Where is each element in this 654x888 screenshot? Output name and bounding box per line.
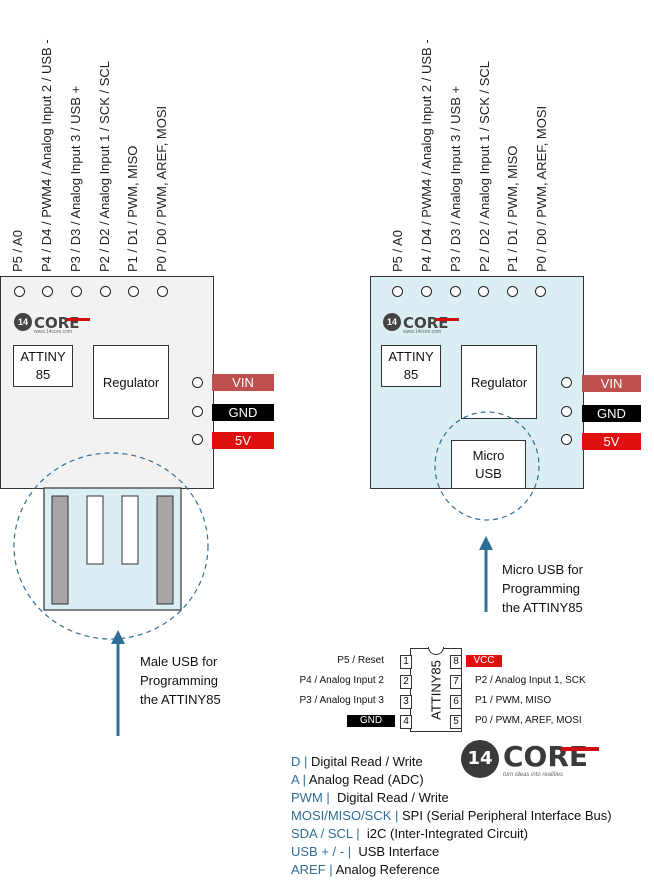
chip-pin-4-label: GND bbox=[347, 715, 395, 727]
left-caption: Male USB for Programming the ATTINY85 bbox=[140, 654, 221, 707]
right-pin-label-4: P1 / D1 / PWM, MISO bbox=[505, 145, 520, 272]
right-regulator: Regulator bbox=[461, 345, 537, 419]
right-pin-label-1: P4 / D4 / PWM4 / Analog Input 2 / USB - bbox=[419, 39, 434, 272]
legend-row: USB + / - | USB Interface bbox=[291, 844, 440, 859]
left-header-pin bbox=[71, 286, 82, 297]
left-power-pin-gnd bbox=[192, 406, 203, 417]
chip-pin-6-label: P1 / PWM, MISO bbox=[475, 695, 552, 706]
legend-row: MOSI/MISO/SCK | SPI (Serial Peripheral I… bbox=[291, 808, 612, 823]
chip-pin-5-label: P0 / PWM, AREF, MOSI bbox=[475, 715, 582, 726]
left-board-logo: 14 CORE www.14core.com bbox=[14, 313, 94, 335]
right-power-pin-5v bbox=[561, 434, 572, 445]
chip-pin-3-label: P3 / Analog Input 3 bbox=[299, 695, 384, 706]
male-usb-connector bbox=[13, 452, 209, 640]
legend-row: SDA / SCL | i2C (Inter-Integrated Circui… bbox=[291, 826, 529, 841]
chip-pin-6-num: 6 bbox=[450, 695, 462, 709]
right-pin-label-0: P5 / A0 bbox=[390, 230, 405, 272]
left-5v-label: 5V bbox=[212, 432, 274, 449]
legend-row: A | Analog Read (ADC) bbox=[291, 772, 424, 787]
left-vin-label: VIN bbox=[212, 374, 274, 391]
chip-pin-7-num: 7 bbox=[450, 675, 462, 689]
micro-usb-connector: Micro USB bbox=[451, 440, 526, 489]
legend-row: PWM | Digital Read / Write bbox=[291, 790, 449, 805]
chip-pin-2-num: 2 bbox=[400, 675, 412, 689]
micro-usb-highlight bbox=[434, 411, 540, 521]
chip-pin-1-label: P5 / Reset bbox=[337, 655, 384, 666]
right-pin-label-2: P3 / D3 / Analog Input 3 / USB + bbox=[448, 85, 463, 272]
left-header-pin bbox=[128, 286, 139, 297]
left-header-pin bbox=[100, 286, 111, 297]
right-attiny-chip: ATTINY 85 bbox=[381, 345, 441, 387]
right-gnd-label: GND bbox=[582, 405, 641, 422]
right-board-logo: 14 CORE www.14core.com bbox=[383, 313, 463, 335]
right-caption: Micro USB for Programming the ATTINY85 bbox=[502, 562, 583, 615]
right-header-pin bbox=[421, 286, 432, 297]
right-header-pin bbox=[450, 286, 461, 297]
right-header-pin bbox=[535, 286, 546, 297]
chip-pin-1-num: 1 bbox=[400, 655, 412, 669]
legend-row: AREF | Analog Reference bbox=[291, 862, 440, 877]
left-attiny-chip: ATTINY 85 bbox=[13, 345, 73, 387]
left-arrow-icon bbox=[111, 630, 125, 736]
chip-pin-8-label: VCC bbox=[466, 655, 502, 667]
left-power-pin-5v bbox=[192, 434, 203, 445]
right-power-pin-gnd bbox=[561, 406, 572, 417]
legend-row: D | Digital Read / Write bbox=[291, 754, 423, 769]
left-power-pin-vin bbox=[192, 377, 203, 388]
chip-pin-3-num: 3 bbox=[400, 695, 412, 709]
left-gnd-label: GND bbox=[212, 404, 274, 421]
chip-pin-2-label: P4 / Analog Input 2 bbox=[299, 675, 384, 686]
right-5v-label: 5V bbox=[582, 433, 641, 450]
chip-pin-8-num: 8 bbox=[450, 655, 462, 669]
chip-pin-4-num: 4 bbox=[400, 715, 412, 729]
right-vin-label: VIN bbox=[582, 375, 641, 392]
left-header-pin bbox=[42, 286, 53, 297]
right-header-pin bbox=[392, 286, 403, 297]
chip-pin-5-num: 5 bbox=[450, 715, 462, 729]
left-pin-label-4: P1 / D1 / PWM, MISO bbox=[125, 145, 140, 272]
core-logo: 14 CORE turn ideas into realities bbox=[461, 740, 621, 780]
left-pin-label-5: P0 / D0 / PWM, AREF, MOSI bbox=[154, 105, 169, 272]
right-header-pin bbox=[478, 286, 489, 297]
right-pin-label-5: P0 / D0 / PWM, AREF, MOSI bbox=[534, 105, 549, 272]
left-pin-label-3: P2 / D2 / Analog Input 1 / SCK / SCL bbox=[97, 60, 112, 272]
right-power-pin-vin bbox=[561, 377, 572, 388]
left-pin-label-1: P4 / D4 / PWM4 / Analog Input 2 / USB - bbox=[39, 39, 54, 272]
left-pin-label-0: P5 / A0 bbox=[10, 230, 25, 272]
chip-pin-7-label: P2 / Analog Input 1, SCK bbox=[475, 675, 586, 686]
left-regulator: Regulator bbox=[93, 345, 169, 419]
left-header-pin bbox=[14, 286, 25, 297]
right-arrow-icon bbox=[479, 536, 493, 612]
chip-name: ATTINY85 bbox=[428, 660, 444, 720]
right-header-pin bbox=[507, 286, 518, 297]
right-pin-label-3: P2 / D2 / Analog Input 1 / SCK / SCL bbox=[477, 60, 492, 272]
left-pin-label-2: P3 / D3 / Analog Input 3 / USB + bbox=[68, 85, 83, 272]
left-header-pin bbox=[157, 286, 168, 297]
